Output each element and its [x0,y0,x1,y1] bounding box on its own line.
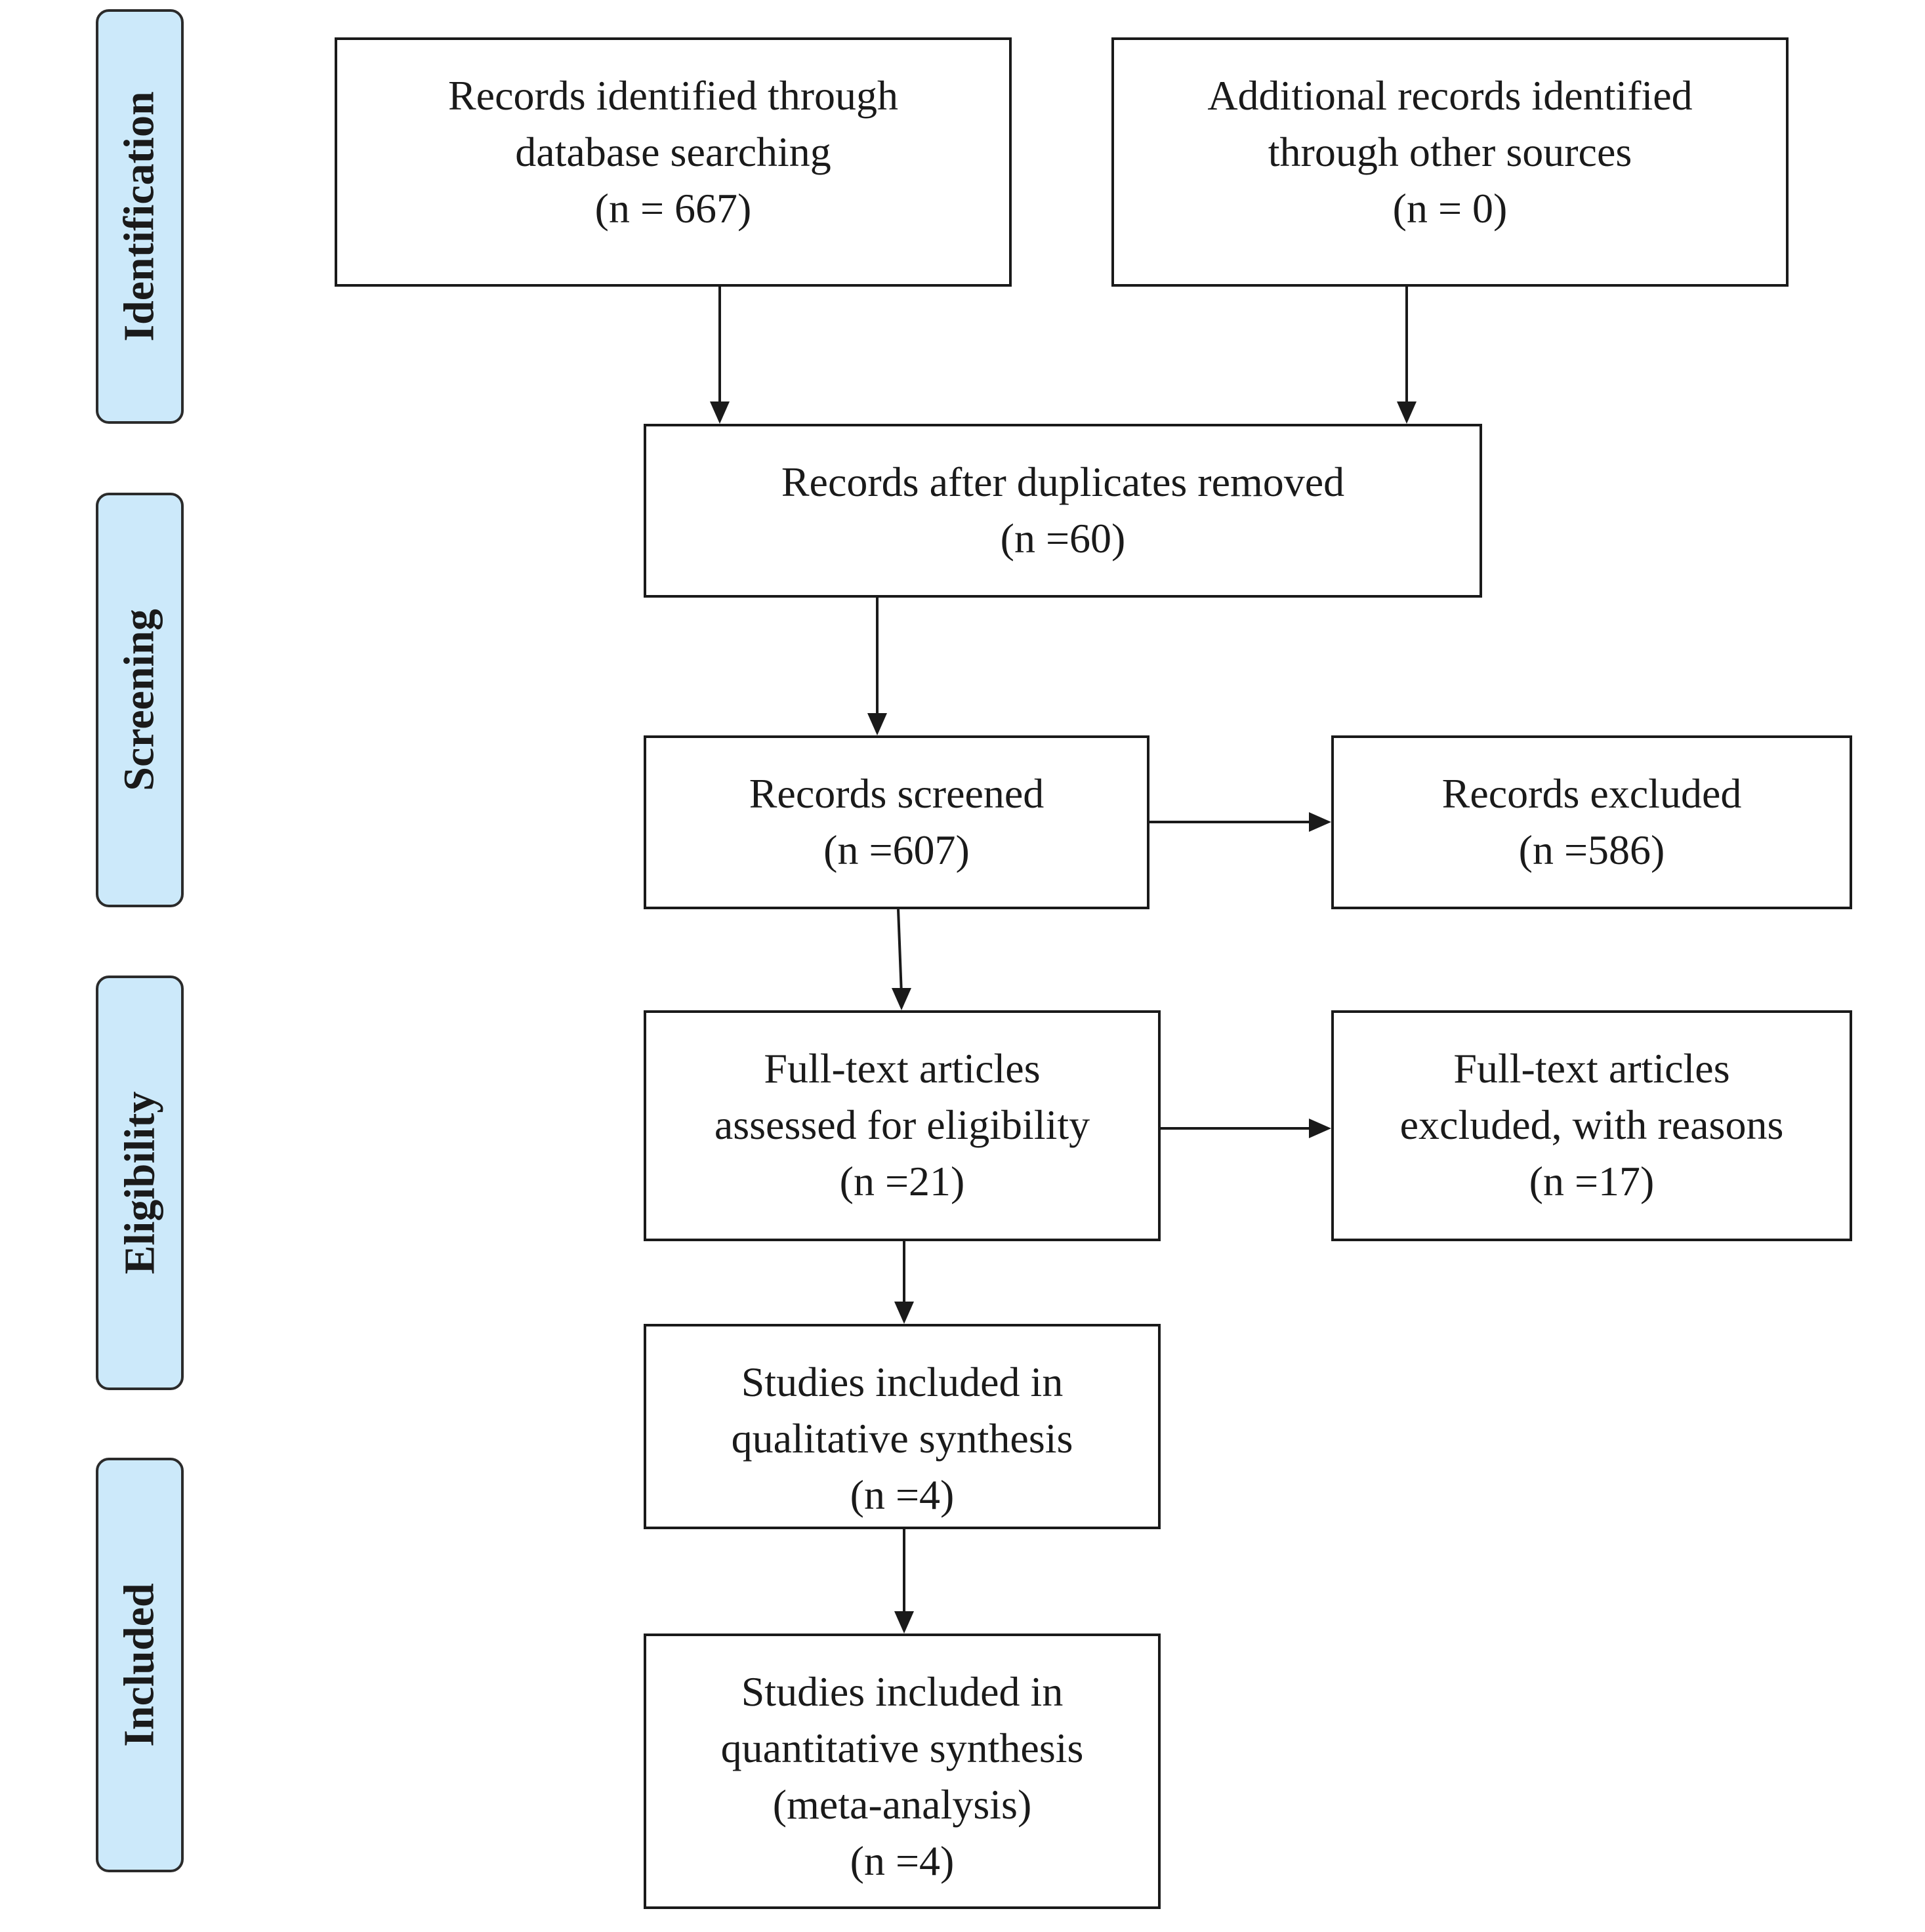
box-records-screened: Records screened (n =607) [644,735,1149,909]
box-count: (n =21) [839,1158,965,1204]
arrowhead-fulltext-to-qualitative [894,1302,914,1324]
box-records-other-sources: Additional records identified through ot… [1111,37,1789,287]
box-text-line: (meta-analysis) [772,1781,1032,1828]
arrowhead-other-to-dedup [1397,401,1417,424]
box-count: (n =4) [850,1838,955,1884]
phase-label-identification: Identification [96,9,184,424]
box-count: (n =586) [1518,827,1665,873]
phase-label-text: Identification [115,91,163,342]
box-text-line: excluded, with reasons [1399,1101,1784,1148]
box-text-line: qualitative synthesis [731,1415,1073,1462]
box-records-after-duplicates: Records after duplicates removed (n =60) [644,424,1482,598]
box-text-line: Full-text articles [764,1045,1041,1092]
arrowhead-fulltext-to-excluded [1309,1119,1331,1138]
arrowhead-qualitative-to-quantitative [894,1611,914,1634]
box-text-line: Records excluded [1441,770,1742,817]
box-text-line: Additional records identified [1207,72,1693,119]
box-count: (n =607) [823,827,970,873]
box-text-line: assessed for eligibility [714,1101,1090,1148]
arrowhead-screened-to-fulltext [892,988,911,1010]
arrowhead-screened-to-excluded [1309,812,1331,832]
box-qualitative-synthesis: Studies included in qualitative synthesi… [644,1324,1161,1529]
box-records-excluded: Records excluded (n =586) [1331,735,1852,909]
box-fulltext-excluded: Full-text articles excluded, with reason… [1331,1010,1852,1241]
box-text-line: Records after duplicates removed [781,459,1345,505]
box-text-line: Records screened [749,770,1045,817]
box-text-line: Full-text articles [1453,1045,1730,1092]
box-fulltext-assessed: Full-text articles assessed for eligibil… [644,1010,1161,1241]
box-quantitative-synthesis: Studies included in quantitative synthes… [644,1634,1161,1909]
phase-label-included: Included [96,1458,184,1872]
box-count: (n =17) [1529,1158,1655,1204]
box-text-line: Records identified through [447,72,899,119]
box-count: (n = 667) [594,185,752,232]
phase-label-text: Included [115,1583,163,1747]
phase-label-eligibility: Eligibility [96,976,184,1390]
box-count: (n =4) [850,1471,955,1518]
box-count: (n =60) [1000,515,1126,562]
box-records-database: Records identified through database sear… [335,37,1012,287]
box-count: (n = 0) [1392,185,1508,232]
arrowhead-db-to-dedup [710,401,730,424]
arrow-screened-to-fulltext [897,909,903,995]
box-text-line: Studies included in [741,1359,1064,1405]
box-text-line: through other sources [1268,129,1632,175]
box-text-line: Studies included in [741,1668,1064,1715]
phase-label-text: Eligibility [115,1091,164,1275]
arrowhead-dedup-to-screened [867,713,887,735]
box-text-line: database searching [515,129,831,175]
phase-label-text: Screening [115,609,164,791]
box-text-line: quantitative synthesis [720,1725,1084,1771]
phase-label-screening: Screening [96,493,184,907]
